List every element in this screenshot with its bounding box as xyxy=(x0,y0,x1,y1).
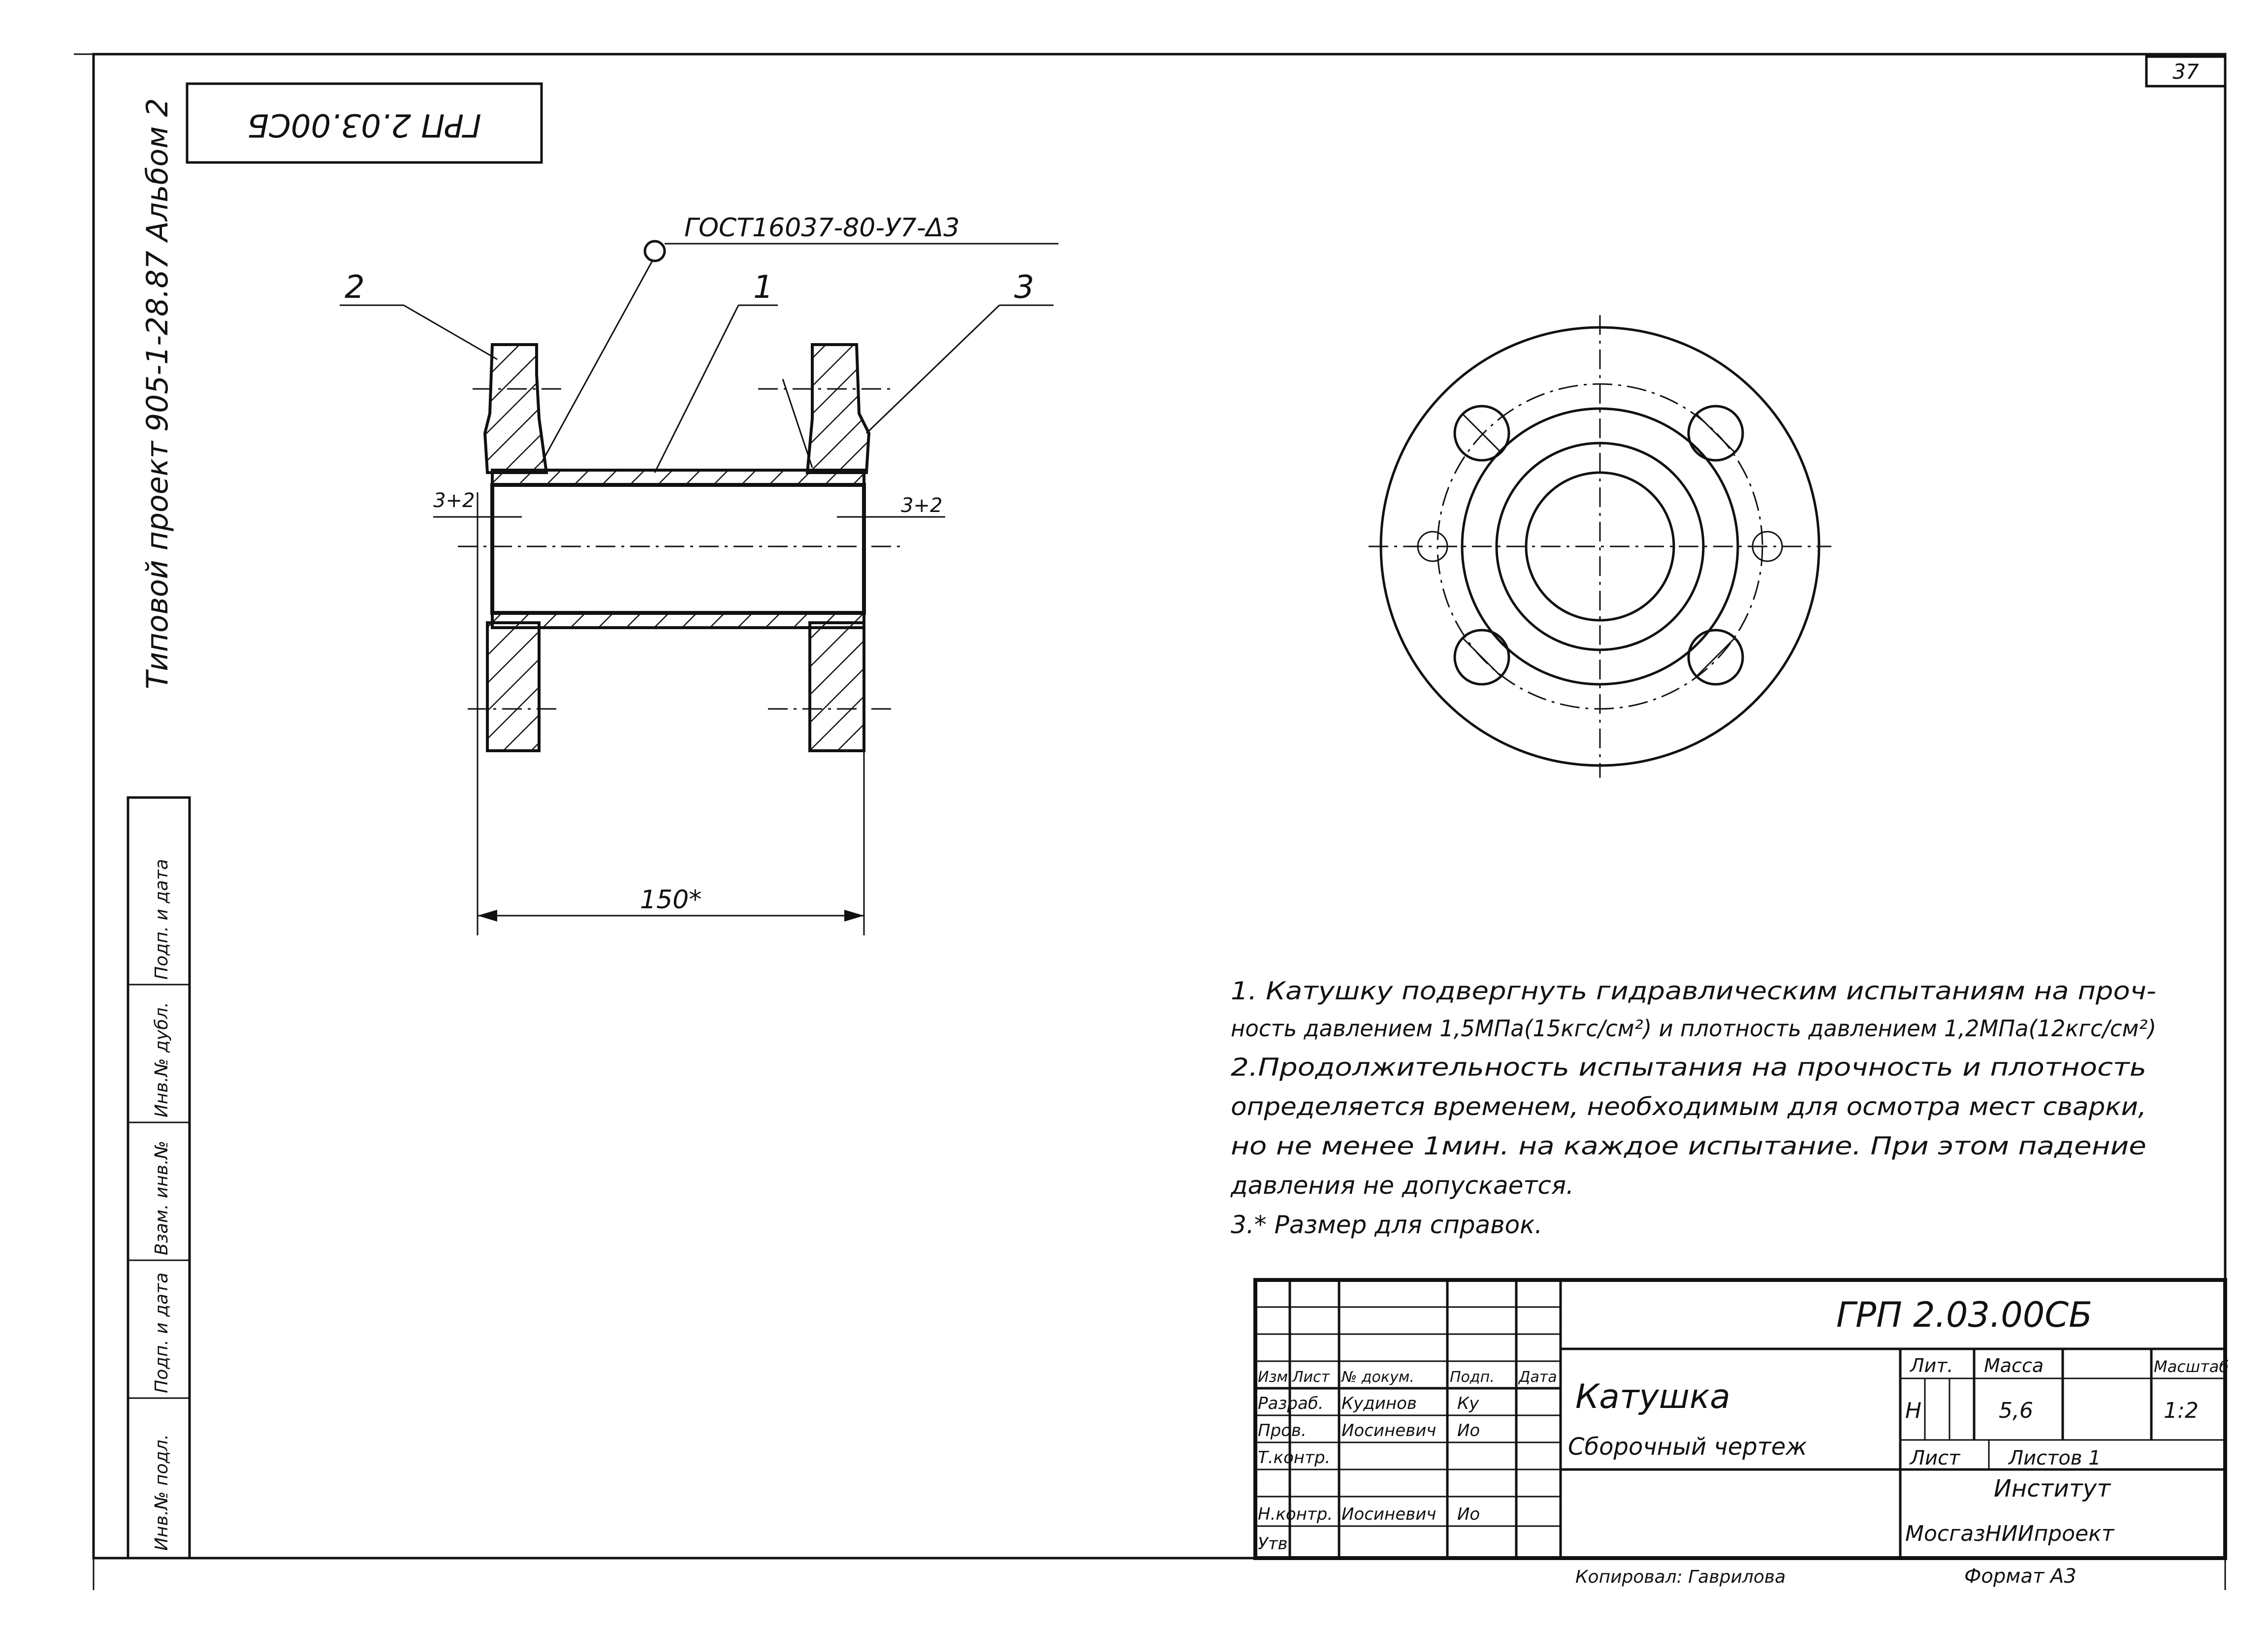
copied-by: Копировал: Гаврилова xyxy=(1575,1567,1786,1587)
raised-face xyxy=(1461,407,1739,686)
position-2-label: 2 xyxy=(345,269,365,306)
col-header-list: Лист xyxy=(1292,1369,1331,1386)
note-line-2: ность давлением 1,5МПа(15кгс/см²) и плот… xyxy=(1231,1015,2156,1042)
bolt-hole-tl xyxy=(1453,405,1510,462)
sheets-label: Листов 1 xyxy=(2008,1447,2101,1469)
doc-type: Сборочный чертеж xyxy=(1568,1433,1807,1461)
sheet-number: 37 xyxy=(2172,60,2199,84)
row-sign-2: Ио xyxy=(1457,1421,1480,1440)
sheet-format: Формат А3 xyxy=(1964,1565,2076,1588)
mass-label: Масса xyxy=(1984,1355,2044,1376)
project-album-text: Типовой проект 905-1-28.87 Альбом 2 xyxy=(140,98,175,689)
note-line-6: давления не допускается. xyxy=(1230,1171,1574,1200)
lit-value: Н xyxy=(1905,1398,1921,1423)
left-flange-top xyxy=(483,343,548,474)
row-name-2: Иосиневич xyxy=(1342,1421,1436,1440)
left-flange-bottom xyxy=(486,621,541,752)
row-name-4: Иосиневич xyxy=(1342,1504,1436,1524)
weld-callout-text: ГОСТ16037-80-У7-Δ3 xyxy=(684,213,959,243)
note-line-3: 2.Продолжительность испытания на прочнос… xyxy=(1231,1053,2146,1082)
bolt-hole-br xyxy=(1687,629,1744,686)
position-1-label: 1 xyxy=(753,269,773,306)
gap-right-text: 3+2 xyxy=(901,494,942,517)
bottom-captions: Копировал: Гаврилова Формат А3 xyxy=(1575,1565,2076,1588)
sheet-label: Лист xyxy=(1909,1447,1961,1469)
left-side-strip: Типовой проект 905-1-28.87 Альбом 2 Инв.… xyxy=(127,98,191,1560)
end-view xyxy=(1369,315,1831,778)
right-flange-bottom xyxy=(808,621,865,752)
row-role-3: Т.контр. xyxy=(1258,1448,1330,1468)
org-line-2: МосгазНИИпроект xyxy=(1905,1521,2115,1546)
right-flange-top xyxy=(805,343,871,474)
weld-symbol-circle xyxy=(643,240,666,262)
length-dim-text: 150* xyxy=(640,885,702,915)
side-label-3: Взам. инв.№ xyxy=(152,1141,172,1255)
pipe-wall-top xyxy=(491,469,865,486)
org-line-1: Институт xyxy=(1994,1475,2111,1502)
col-header-doc: № докум. xyxy=(1341,1369,1414,1386)
row-sign-4: Ио xyxy=(1457,1504,1480,1524)
title-block: Изм Лист № докум. Подп. Дата Разраб. Куд… xyxy=(1253,1278,2229,1560)
side-label-1: Инв.№ подл. xyxy=(152,1434,172,1551)
top-left-code-box: ГРП 2.03.00СБ xyxy=(186,82,543,164)
scale-value: 1:2 xyxy=(2164,1398,2199,1423)
col-header-sign: Подп. xyxy=(1450,1369,1495,1386)
row-role-5: Утв. xyxy=(1258,1534,1293,1554)
pipe-bore xyxy=(490,483,866,615)
scale-label: Масштаб xyxy=(2154,1357,2229,1376)
row-role-1: Разраб. xyxy=(1258,1394,1324,1413)
note-line-1: 1. Катушку подвергнуть гидравлическим ис… xyxy=(1231,977,2156,1005)
row-name-1: Кудинов xyxy=(1342,1394,1417,1413)
row-role-4: Н.контр. xyxy=(1258,1504,1333,1524)
section-view: 150* 3+2 3+2 ГОСТ16037-80-У7-Δ3 2 1 3 xyxy=(340,213,1058,935)
position-3-label: 3 xyxy=(1014,269,1034,306)
row-sign-1: Ку xyxy=(1457,1394,1479,1413)
note-line-4: определяется временем, необходимым для о… xyxy=(1231,1092,2146,1121)
col-header-date: Дата xyxy=(1518,1369,1557,1386)
rotated-designation: ГРП 2.03.00СБ xyxy=(247,106,481,143)
side-label-5: Подп. и дата xyxy=(152,859,172,980)
title-designation: ГРП 2.03.00СБ xyxy=(1836,1295,2092,1335)
bolt-hole-tr xyxy=(1687,405,1744,462)
mass-value: 5,6 xyxy=(1999,1398,2033,1423)
pipe-outer xyxy=(1495,442,1705,651)
note-line-7: 3.* Размер для справок. xyxy=(1231,1211,1542,1239)
technical-notes: 1. Катушку подвергнуть гидравлическим ис… xyxy=(1230,977,2156,1239)
part-name: Катушка xyxy=(1575,1377,1730,1416)
side-label-4: Инв.№ дубл. xyxy=(152,1002,172,1117)
bolt-hole-bl xyxy=(1453,629,1510,686)
lit-label: Лит. xyxy=(1909,1355,1953,1376)
col-header-izm: Изм xyxy=(1258,1369,1288,1386)
pipe-wall-bottom xyxy=(491,611,865,629)
row-role-2: Пров. xyxy=(1258,1421,1307,1440)
sheet-frame: 37 xyxy=(74,53,2227,1590)
gap-left-text: 3+2 xyxy=(433,489,475,512)
note-line-5: но не менее 1мин. на каждое испытание. П… xyxy=(1231,1132,2146,1160)
side-label-2: Подп. и дата xyxy=(152,1273,172,1393)
